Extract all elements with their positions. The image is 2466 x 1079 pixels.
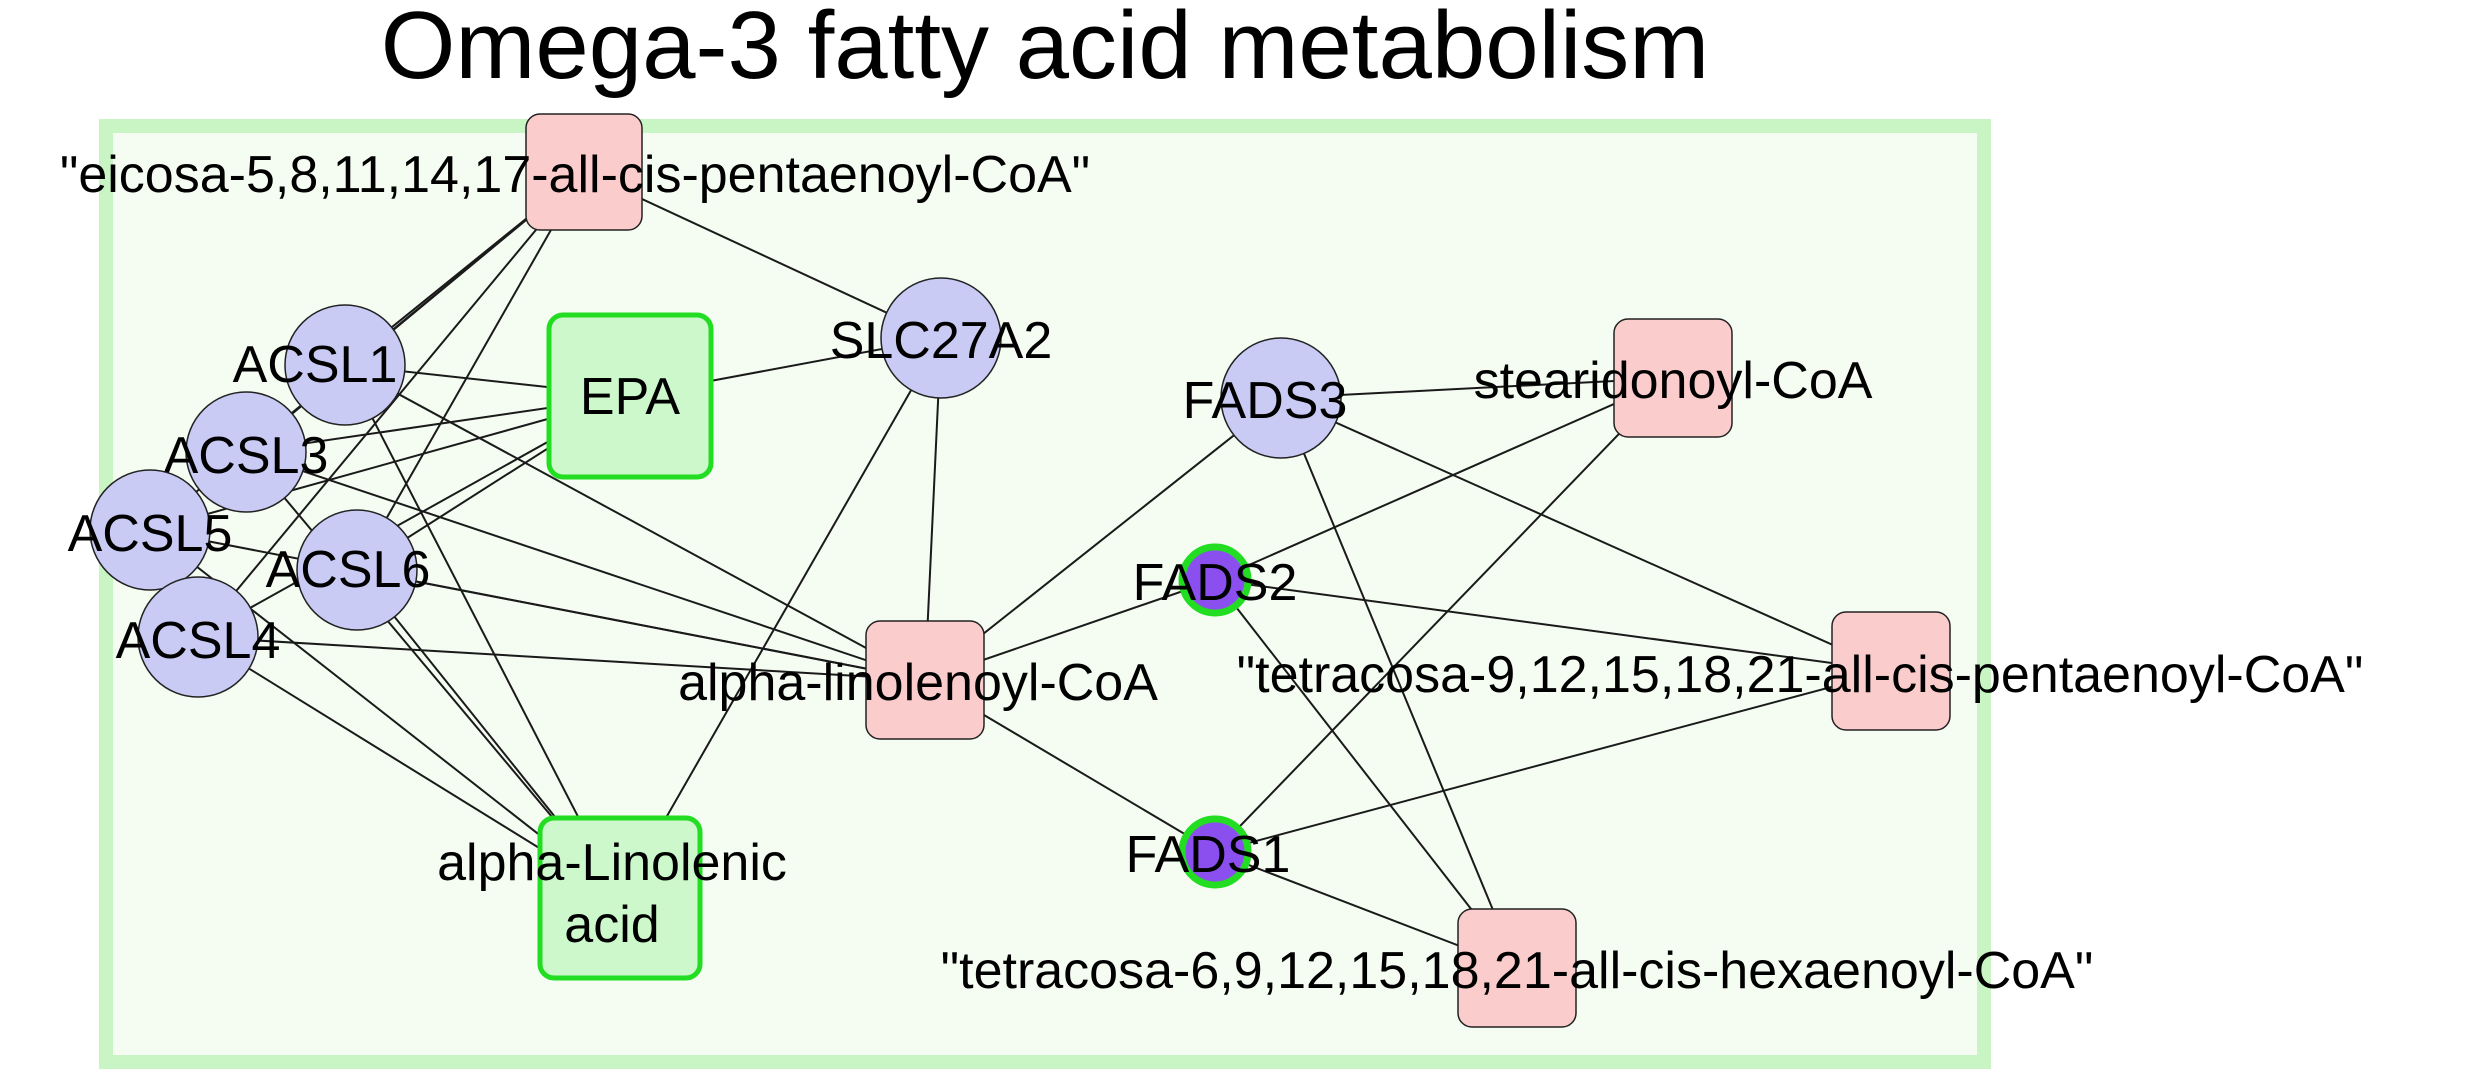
node-stearidonoyl[interactable]: stearidonoyl-CoA xyxy=(1474,318,1873,438)
node-label: FADS1 xyxy=(1126,826,1291,884)
edge-alincoa-acsl6 xyxy=(356,569,926,681)
input-metabolite-node-box xyxy=(537,815,703,981)
metabolite-node-box xyxy=(1831,611,1951,731)
node-acsl6[interactable]: ACSL6 xyxy=(266,509,431,631)
gene-node-circle xyxy=(296,509,418,631)
highlighted-gene-node-circle xyxy=(1178,543,1252,617)
node-acsl4[interactable]: ACSL4 xyxy=(116,576,281,698)
node-label: "eicosa-5,8,11,14,17-all-cis-pentaenoyl-… xyxy=(60,146,1090,204)
node-label: acid xyxy=(564,896,659,954)
node-label: FADS2 xyxy=(1133,554,1298,612)
gene-node-circle xyxy=(1220,337,1342,459)
edge-fads2-tetra5 xyxy=(1214,579,1892,672)
gene-node-circle xyxy=(89,469,211,591)
gene-node-circle xyxy=(137,576,259,698)
node-label: ACSL1 xyxy=(233,336,398,394)
metabolite-node-box xyxy=(1457,908,1577,1028)
nodes-layer: "eicosa-5,8,11,14,17-all-cis-pentaenoyl-… xyxy=(60,113,2364,1028)
edge-alinacid-slc27a2 xyxy=(619,337,942,899)
node-label: "tetracosa-6,9,12,15,18,21-all-cis-hexae… xyxy=(941,942,2094,1000)
edge-alincoa-acsl4 xyxy=(197,636,926,681)
edge-eicosa-acsl6 xyxy=(356,171,585,571)
node-acsl3[interactable]: ACSL3 xyxy=(164,391,329,513)
node-acsl1[interactable]: ACSL1 xyxy=(233,304,406,426)
metabolite-node-box xyxy=(525,113,643,231)
edge-fads1-stearidonoyl xyxy=(1214,377,1674,853)
edge-eicosa-slc27a2 xyxy=(583,171,942,339)
node-label: ACSL3 xyxy=(164,427,329,485)
edge-fads2-tetra6 xyxy=(1214,579,1518,969)
node-label: "tetracosa-9,12,15,18,21-all-cis-pentaen… xyxy=(1237,646,2364,704)
node-label: ACSL4 xyxy=(116,612,281,670)
metabolite-node-box xyxy=(865,620,985,740)
node-acsl5[interactable]: ACSL5 xyxy=(68,469,233,591)
node-label: SLC27A2 xyxy=(830,312,1053,370)
metabolite-node-box xyxy=(1613,318,1733,438)
pathway-group-box xyxy=(99,119,1991,1069)
edge-fads3-stearidonoyl xyxy=(1280,377,1674,399)
edge-alincoa-acsl3 xyxy=(245,451,926,681)
diagram-title: Omega-3 fatty acid metabolism xyxy=(381,0,1710,99)
edge-fads2-stearidonoyl xyxy=(1214,377,1674,581)
edge-alinacid-acsl1 xyxy=(344,364,621,899)
edge-fads3-tetra5 xyxy=(1280,397,1892,672)
node-fads2[interactable]: FADS2 xyxy=(1133,543,1298,617)
node-label: stearidonoyl-CoA xyxy=(1474,352,1873,410)
node-label: alpha-linolenoyl-CoA xyxy=(678,654,1158,712)
node-label: ACSL6 xyxy=(266,541,431,599)
node-eicosa[interactable]: "eicosa-5,8,11,14,17-all-cis-pentaenoyl-… xyxy=(60,113,1090,231)
node-label: EPA xyxy=(580,368,681,426)
gene-node-circle xyxy=(185,391,307,513)
node-tetra5[interactable]: "tetracosa-9,12,15,18,21-all-cis-pentaen… xyxy=(1237,611,2364,731)
gene-node-circle xyxy=(284,304,406,426)
node-label: ACSL5 xyxy=(68,505,233,563)
node-epa[interactable]: EPA xyxy=(546,312,714,480)
node-label: FADS3 xyxy=(1183,372,1348,430)
node-fads1[interactable]: FADS1 xyxy=(1126,815,1291,889)
node-tetra6[interactable]: "tetracosa-6,9,12,15,18,21-all-cis-hexae… xyxy=(941,908,2094,1028)
edge-alincoa-acsl1 xyxy=(344,364,926,681)
node-label: alpha-Linolenic xyxy=(437,834,787,892)
node-fads3[interactable]: FADS3 xyxy=(1183,337,1348,459)
highlighted-gene-node-circle xyxy=(1178,815,1252,889)
node-slc27a2[interactable]: SLC27A2 xyxy=(830,277,1053,399)
node-alincoa[interactable]: alpha-linolenoyl-CoA xyxy=(678,620,1158,740)
input-metabolite-node-box xyxy=(546,312,714,480)
edge-fads1-tetra5 xyxy=(1214,670,1892,853)
gene-node-circle xyxy=(880,277,1002,399)
edge-fads3-tetra6 xyxy=(1280,397,1518,969)
